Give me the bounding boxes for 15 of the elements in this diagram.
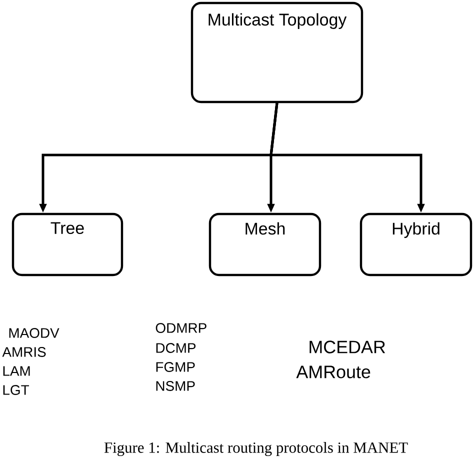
caption: Figure 1: Multicast routing protocols in MANET xyxy=(104,442,408,456)
process-box: Tree xyxy=(12,212,124,276)
process-box: Multicast Topology xyxy=(190,2,364,104)
protocol-name: FGMP xyxy=(156,362,195,372)
protocol-name: NSMP xyxy=(156,381,195,391)
process-box: Hybrid xyxy=(360,212,472,276)
protocol-name: MCEDAR xyxy=(310,340,386,354)
protocol-name: DCMP xyxy=(156,343,196,353)
protocol-name: AMRIS xyxy=(2,347,46,357)
protocol-name: LAM xyxy=(3,366,30,376)
protocol-name: ODMRP xyxy=(156,323,206,333)
protocol-name: MAODV xyxy=(9,328,60,338)
protocol-name: AMRoute xyxy=(296,366,370,378)
protocol-name: LGT xyxy=(3,385,29,395)
process-box: Mesh xyxy=(208,212,322,276)
